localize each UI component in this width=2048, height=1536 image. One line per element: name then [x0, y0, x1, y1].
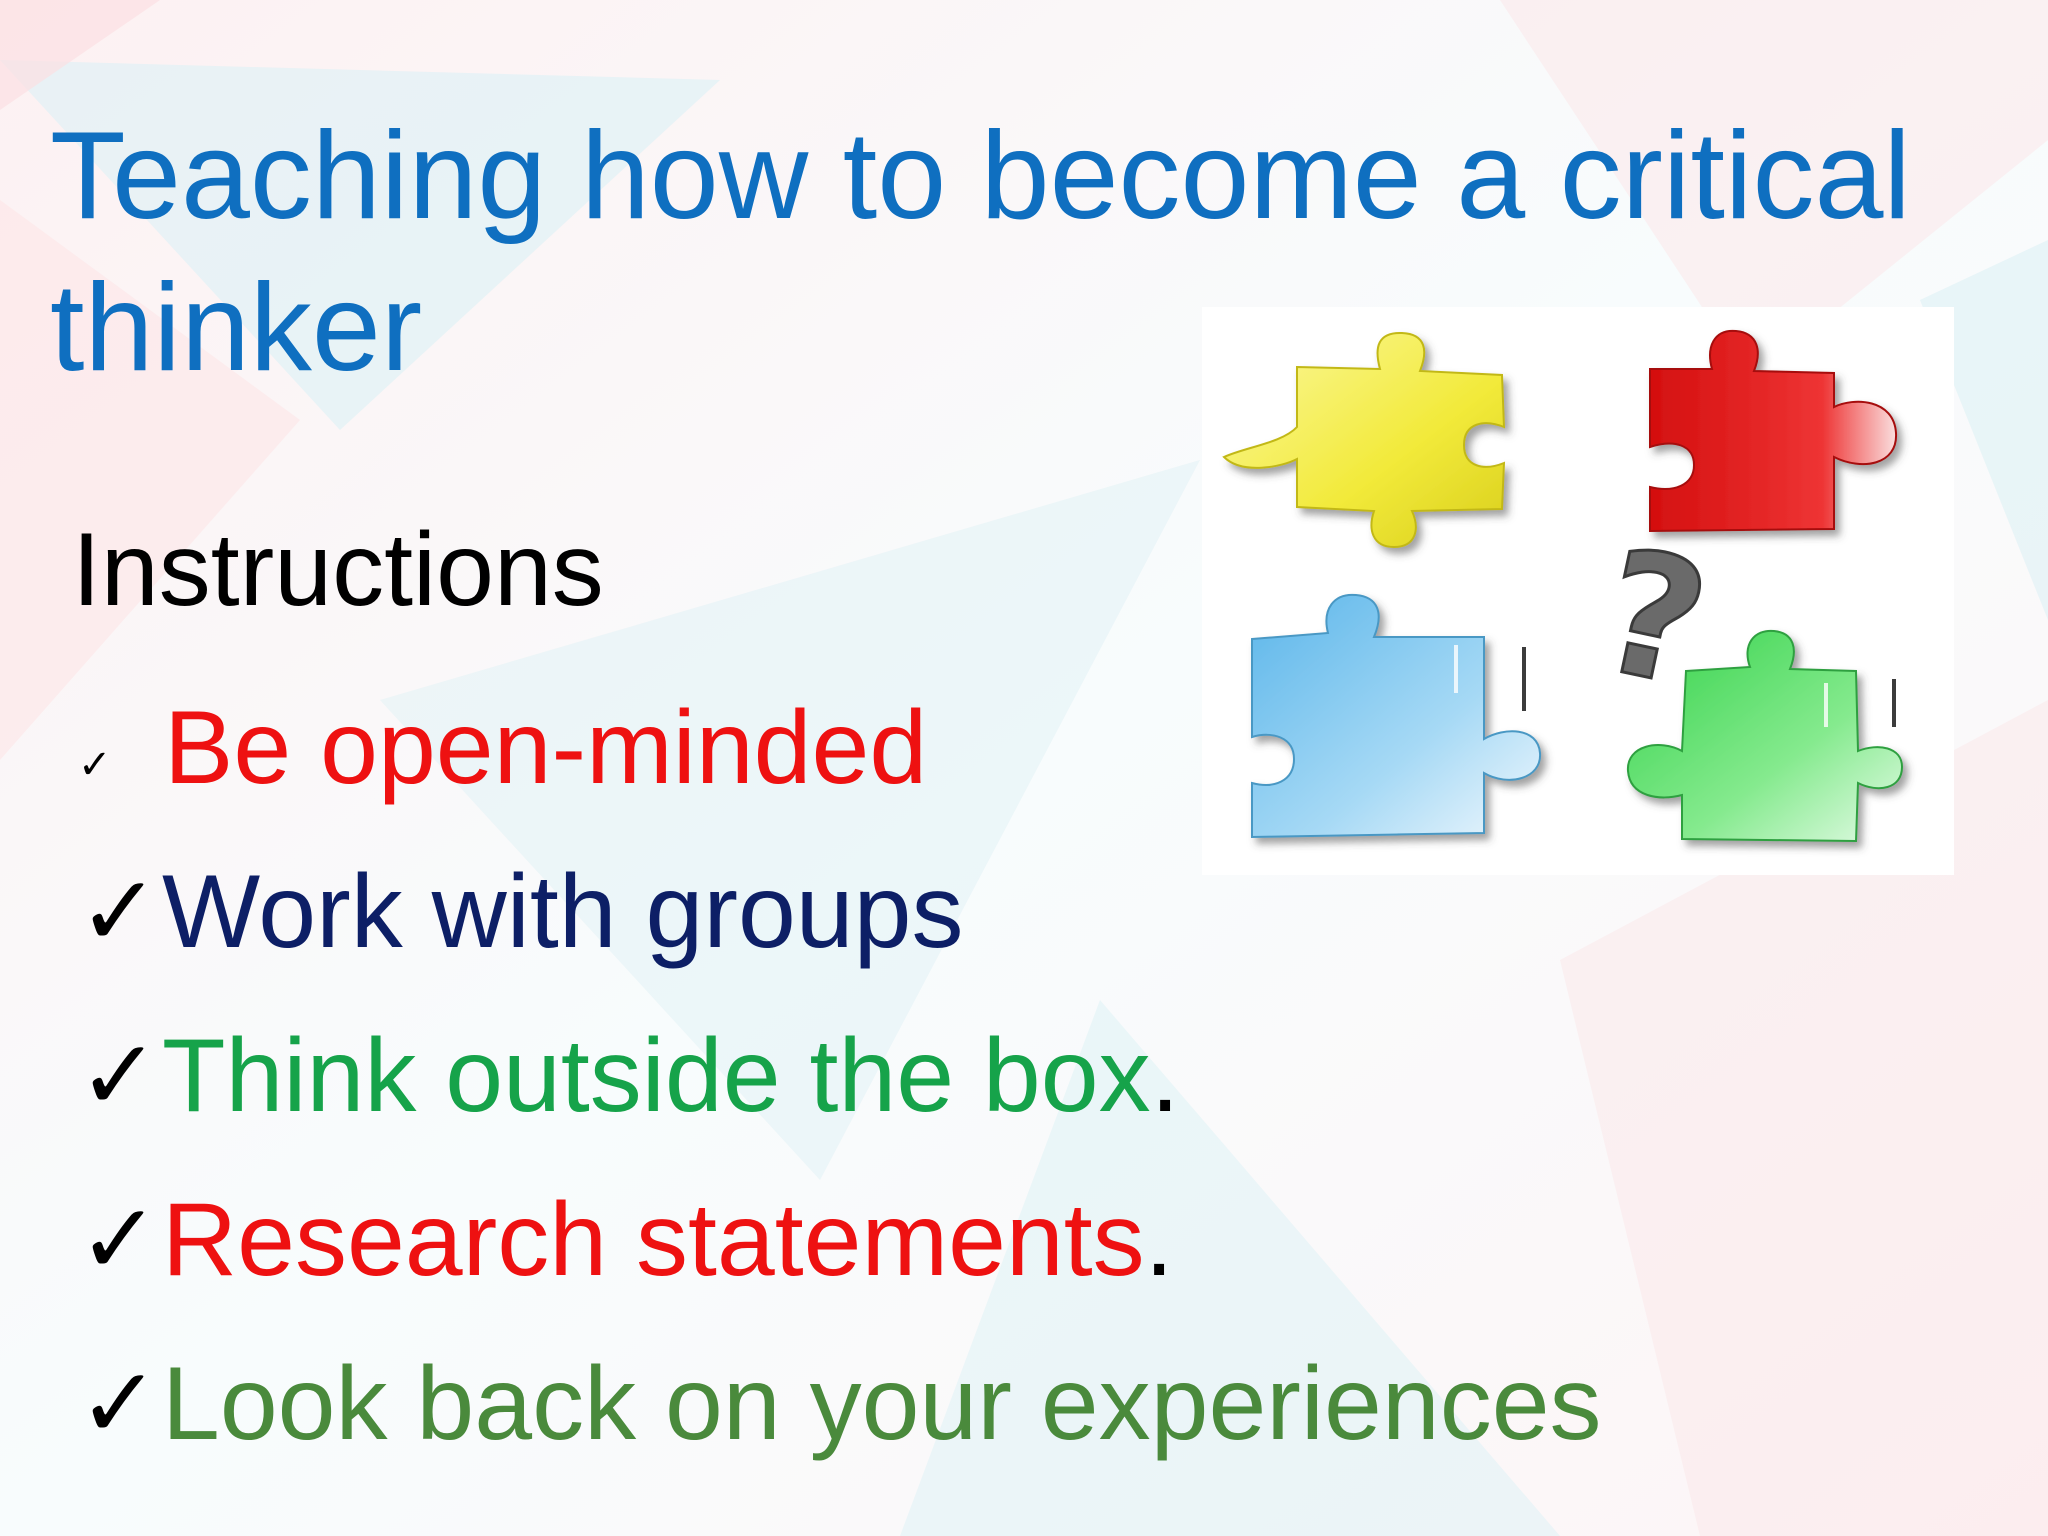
checkmark-icon: ✓ — [78, 742, 112, 788]
instruction-punctuation: . — [1150, 1017, 1180, 1134]
instructions-heading: Instructions — [72, 512, 604, 628]
checkmark-icon: ✓ — [78, 1347, 161, 1461]
puzzle-pieces-question-icon: ? — [1202, 307, 1954, 875]
instruction-punctuation: . — [1144, 1181, 1174, 1298]
instruction-item: ✓Think outside the box. — [78, 994, 1602, 1158]
checkmark-icon: ✓ — [78, 855, 161, 969]
instruction-item: ✓ Be open-minded — [78, 666, 1602, 830]
instruction-text: Think outside the box — [162, 1017, 1151, 1134]
instruction-text: Work with groups — [162, 853, 964, 970]
instruction-item: ✓Look back on your experiences — [78, 1322, 1602, 1486]
instruction-item: ✓Research statements. — [78, 1158, 1602, 1322]
checkmark-icon: ✓ — [78, 1019, 161, 1133]
slide-title: Teaching how to become a critical thinke… — [50, 107, 1911, 397]
instruction-item: ✓Work with groups — [78, 830, 1602, 994]
checkmark-icon: ✓ — [78, 1183, 161, 1297]
instruction-text: Research statements — [162, 1181, 1145, 1298]
instruction-text: Be open-minded — [164, 689, 928, 806]
instructions-list: ✓Be open-minded✓Work with groups✓Think o… — [78, 666, 1602, 1486]
instruction-text: Look back on your experiences — [162, 1345, 1602, 1462]
